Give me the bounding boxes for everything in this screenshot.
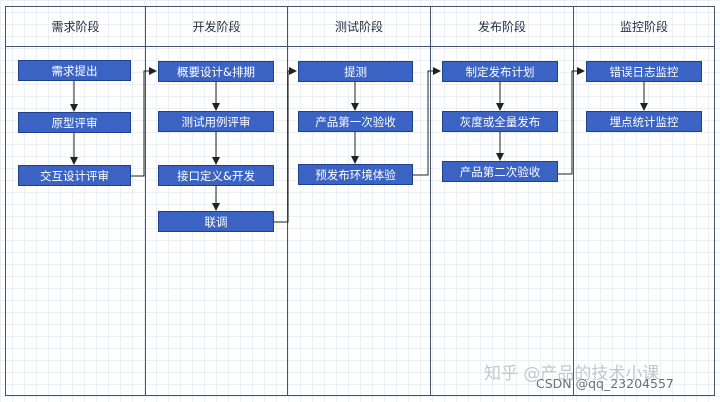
step-product-second-acceptance: 产品第二次验收 [442,161,558,182]
lane-monitoring: 监控阶段 [573,6,715,396]
step-outline-design-schedule: 概要设计&排期 [158,61,274,82]
step-product-first-acceptance: 产品第一次验收 [298,111,413,132]
lane-title: 测试阶段 [288,7,430,47]
zhihu-watermark: 知乎 @产品的技术小课 [484,364,660,384]
arrow-dev-to-test [274,67,297,223]
step-tracking-stats-monitoring: 埋点统计监控 [586,111,702,132]
step-gray-or-full-release: 灰度或全量发布 [442,111,558,132]
csdn-credit: CSDN @qq_23204557 [536,376,674,391]
arrow-test-to-release [413,67,441,176]
step-interaction-design-review: 交互设计评审 [18,165,131,186]
step-test-case-review: 测试用例评审 [158,111,274,132]
step-pre-release-experience: 预发布环境体验 [298,164,413,185]
lane-title: 开发阶段 [146,7,287,47]
step-requirement-proposal: 需求提出 [18,60,131,81]
step-prototype-review: 原型评审 [18,112,131,133]
step-integration: 联调 [158,211,274,232]
arrow-release-to-monitor [558,67,585,175]
lane-title: 发布阶段 [431,7,573,47]
step-release-plan: 制定发布计划 [442,61,558,82]
step-error-log-monitoring: 错误日志监控 [586,61,702,82]
step-submit-test: 提测 [298,61,413,82]
lane-title: 监控阶段 [574,7,714,47]
lane-title: 需求阶段 [6,7,145,47]
step-interface-definition-dev: 接口定义&开发 [158,165,274,186]
arrow-req-to-dev [131,67,157,177]
